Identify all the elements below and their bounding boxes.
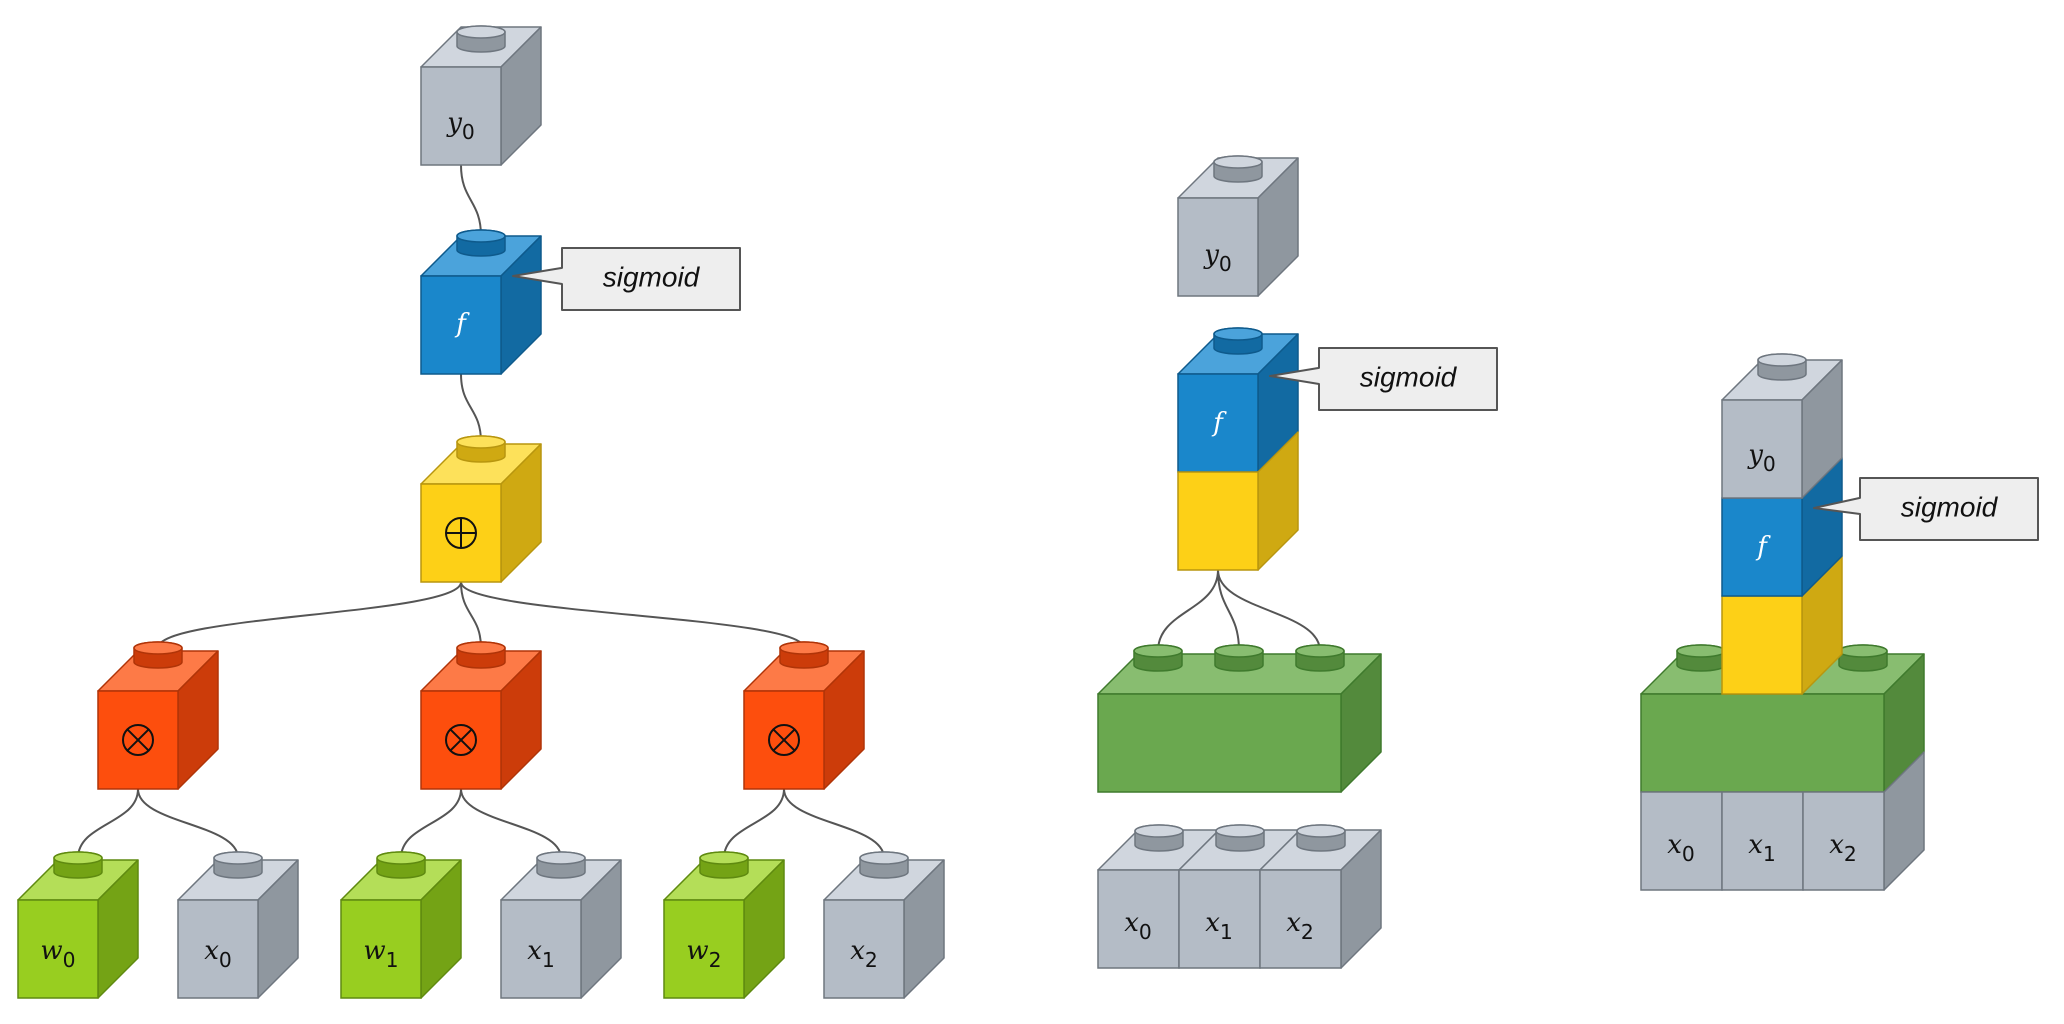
product-block-1 (420, 641, 542, 790)
layer-sum-block (1177, 431, 1299, 571)
layer-input-block-x2 (1259, 824, 1382, 969)
sum-block (420, 435, 542, 583)
callout-text: sigmoid (603, 261, 701, 292)
input-label-1: x1 (527, 936, 555, 972)
layer-output-block-y0 (1177, 155, 1299, 297)
product-symbol-1 (445, 724, 477, 756)
layer-input-block-x1 (1178, 824, 1301, 969)
wire-product-to-sum-1 (460, 581, 482, 649)
weight-label-0: w0 (40, 936, 75, 972)
wire-sum-to-activation (460, 373, 482, 443)
layer-activation-block-f (1177, 327, 1299, 473)
layer-weights-block (1097, 644, 1382, 793)
product-block-0 (97, 641, 219, 790)
wire-input-to-product-1 (460, 788, 562, 859)
product-symbol-2 (768, 724, 800, 756)
callout-layer-sigmoid: sigmoid (1269, 347, 1498, 411)
layer-input-block-x0 (1097, 824, 1220, 969)
wire-weight-to-product-0 (77, 788, 139, 859)
weight-block-w2 (663, 851, 785, 999)
product-symbol-0 (122, 724, 154, 756)
wire-layer-weight-1 (1217, 569, 1240, 652)
weight-block-w1 (340, 851, 462, 999)
wire-input-to-product-0 (137, 788, 239, 859)
wire-product-to-sum-0 (157, 581, 462, 649)
input-block-x0 (177, 851, 299, 999)
input-block-x2 (823, 851, 945, 999)
wire-layer-weight-0 (1157, 569, 1219, 652)
output-label: y0 (446, 108, 475, 144)
wire-weight-to-product-1 (400, 788, 462, 859)
stacked-input-block-x2 (1802, 751, 1925, 891)
wire-input-to-product-2 (783, 788, 885, 859)
callout-tree-sigmoid: sigmoid (512, 247, 741, 311)
stacked-input-label-0: x0 (1667, 830, 1695, 866)
stacked-input-label-2: x2 (1829, 830, 1857, 866)
stacked-input-block-x0 (1640, 791, 1723, 891)
callouts: sigmoid sigmoid sigmoid (512, 247, 2039, 541)
product-block-2 (743, 641, 865, 790)
callout-text: sigmoid (1901, 491, 1999, 522)
callout-text: sigmoid (1360, 361, 1458, 392)
connection-wires (77, 164, 1321, 859)
wire-activation-to-output (460, 164, 482, 237)
wire-product-to-sum-2 (460, 581, 805, 649)
stacked-input-block-x1 (1721, 791, 1804, 891)
callout-stacked-sigmoid: sigmoid (1813, 477, 2039, 541)
wire-layer-weight-2 (1217, 569, 1321, 652)
output-block-y0 (420, 25, 542, 166)
wire-weight-to-product-2 (723, 788, 785, 859)
stacked-output-block-y0 (1721, 353, 1843, 499)
weight-block-w0 (17, 851, 139, 999)
stacked-sum-block (1721, 555, 1843, 695)
activation-block-f (420, 229, 542, 375)
input-block-x1 (500, 851, 622, 999)
